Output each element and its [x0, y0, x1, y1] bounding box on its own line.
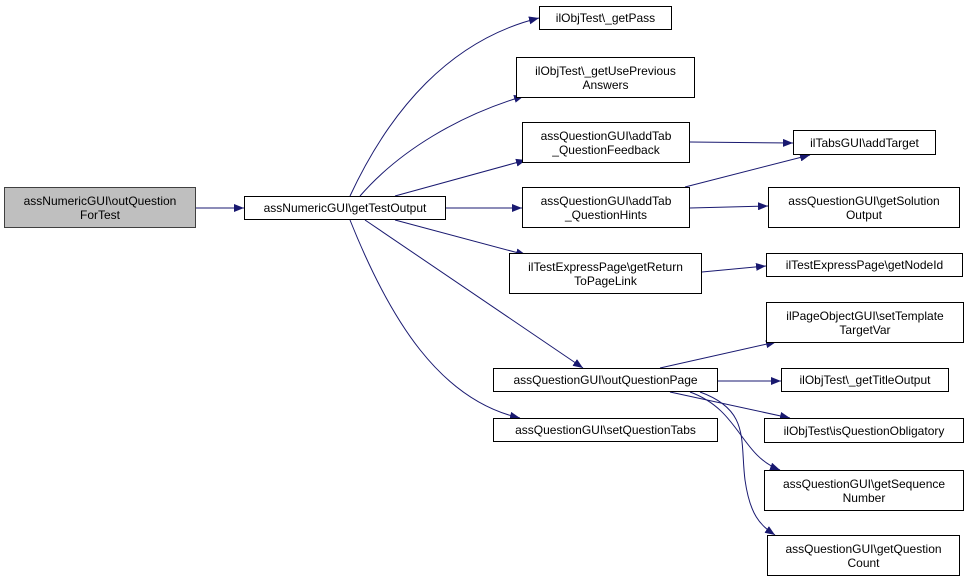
edge-n1-n6	[394, 219, 527, 257]
node-n11[interactable]: ilTestExpressPage\getNodeId	[766, 253, 963, 277]
edge-n1-n3	[359, 95, 525, 197]
node-n3[interactable]: ilObjTest\_getUsePrevious Answers	[516, 57, 695, 98]
edge-n1-n4	[394, 158, 527, 197]
node-n9[interactable]: ilTabsGUI\addTarget	[793, 130, 936, 155]
edge-n7-n16	[699, 391, 776, 536]
edge-n1-n2	[349, 16, 540, 197]
node-n14[interactable]: ilObjTest\isQuestionObligatory	[764, 418, 964, 443]
edge-n4-n9	[689, 138, 794, 147]
node-n1[interactable]: assNumericGUI\getTestOutput	[244, 196, 446, 220]
edge-n5-n9	[684, 153, 811, 188]
node-n4[interactable]: assQuestionGUI\addTab _QuestionFeedback	[522, 122, 690, 163]
node-n12[interactable]: ilPageObjectGUI\setTemplate TargetVar	[766, 302, 964, 343]
edge-n7-n15	[689, 391, 781, 471]
node-n16[interactable]: assQuestionGUI\getQuestion Count	[767, 535, 960, 576]
edge-n1-n7	[364, 219, 584, 369]
node-n0: assNumericGUI\outQuestion ForTest	[4, 187, 196, 228]
node-n13[interactable]: ilObjTest\_getTitleOutput	[781, 368, 949, 392]
node-n8[interactable]: assQuestionGUI\setQuestionTabs	[493, 418, 718, 442]
node-n7[interactable]: assQuestionGUI\outQuestionPage	[493, 368, 718, 392]
node-n2[interactable]: ilObjTest\_getPass	[539, 6, 672, 30]
edge-n1-n8	[349, 219, 521, 420]
node-n6[interactable]: ilTestExpressPage\getReturn ToPageLink	[509, 253, 702, 294]
edge-n7-n12	[659, 340, 777, 369]
node-n5[interactable]: assQuestionGUI\addTab _QuestionHints	[522, 187, 690, 228]
edge-n5-n10	[689, 202, 769, 211]
edge-n6-n11	[701, 262, 767, 273]
node-n15[interactable]: assQuestionGUI\getSequence Number	[764, 470, 964, 511]
edge-n7-n14	[669, 391, 791, 420]
node-n10[interactable]: assQuestionGUI\getSolution Output	[768, 187, 960, 228]
